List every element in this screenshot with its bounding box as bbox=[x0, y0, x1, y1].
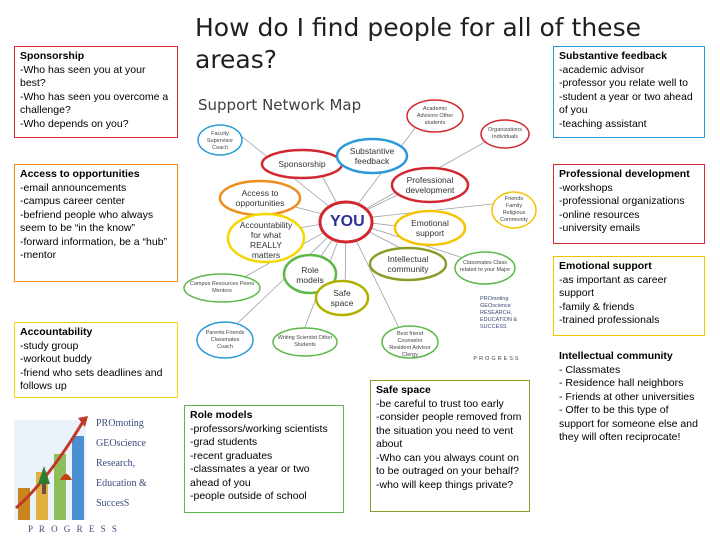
map-node-access: Access to opportunities bbox=[235, 188, 285, 208]
logo-line-3: Research, bbox=[96, 458, 136, 469]
access-box: Access to opportunities -email announcem… bbox=[14, 164, 178, 282]
access-line: -forward information, be a “hub” bbox=[20, 235, 168, 248]
map-node-substantive: Substantive feedback bbox=[349, 146, 395, 166]
logo-line-5: SuccesS bbox=[96, 498, 130, 509]
sponsorship-line: -Who depends on you? bbox=[20, 117, 129, 130]
intellectual-line: - Residence hall neighbors bbox=[559, 377, 684, 389]
logo-line-1: PROmoting bbox=[96, 418, 144, 429]
access-title: Access to opportunities bbox=[20, 168, 140, 180]
map-logo-line: SUCCESS bbox=[480, 324, 507, 330]
map-logo-line: EDUCATION & bbox=[480, 317, 518, 323]
safe-space-line: -who will keep things private? bbox=[376, 478, 514, 491]
access-line: -campus career center bbox=[20, 195, 126, 207]
map-logo-line: PROmoting bbox=[480, 296, 509, 302]
map-node-safe-space: Safe space bbox=[330, 288, 354, 308]
map-people-campus: Campus Resources Peers Mentors bbox=[189, 281, 255, 294]
professional-line: -workshops bbox=[559, 181, 613, 194]
map-node-sponsorship: Sponsorship bbox=[278, 159, 326, 169]
logo-graphic bbox=[14, 416, 88, 520]
map-title: Support Network Map bbox=[198, 96, 362, 114]
substantive-line: -teaching assistant bbox=[559, 117, 647, 130]
role-models-line: -professors/working scientists bbox=[190, 422, 328, 435]
logo-line-2: GEOscience bbox=[96, 438, 146, 449]
map-people-orgs: Organizations Individuals bbox=[488, 127, 522, 140]
professional-line: -university emails bbox=[559, 222, 641, 234]
role-models-line: -people outside of school bbox=[190, 490, 307, 502]
sponsorship-title: Sponsorship bbox=[20, 50, 85, 62]
map-people-writing: Writing Scientist Other Students bbox=[277, 335, 333, 348]
map-people-classmates: Classmates Class related to your Major bbox=[459, 260, 511, 273]
sponsorship-line: -Who has seen you at your best? bbox=[20, 63, 146, 90]
safe-space-line: -be careful to trust too early bbox=[376, 397, 504, 410]
intellectual-title: Intellectual community bbox=[559, 350, 673, 362]
intellectual-community-box: Intellectual community - Classmates - Re… bbox=[553, 346, 705, 482]
professional-line: -online resources bbox=[559, 208, 640, 221]
support-network-map: Support Network Map Sponsorship Substant… bbox=[180, 90, 538, 372]
emotional-line: -family & friends bbox=[559, 300, 635, 313]
emotional-line: -trained professionals bbox=[559, 314, 660, 326]
map-node-professional: Professional development bbox=[405, 175, 455, 195]
map-footer: PROGRESS bbox=[473, 356, 521, 362]
intellectual-line: - Classmates bbox=[559, 363, 621, 376]
access-line: -mentor bbox=[20, 249, 57, 261]
role-models-title: Role models bbox=[190, 409, 253, 421]
role-models-line: -grad students bbox=[190, 436, 258, 448]
safe-space-line: -Who can you always count on to be outra… bbox=[376, 451, 520, 478]
emotional-title: Emotional support bbox=[559, 260, 652, 272]
accountability-line: -study group bbox=[20, 339, 79, 352]
role-models-line: -recent graduates bbox=[190, 449, 273, 462]
emotional-line: -as important as career support bbox=[559, 273, 667, 300]
map-node-accountability: Accountability for what REALLY matters bbox=[239, 220, 293, 260]
accountability-line: -friend who sets deadlines and follows u… bbox=[20, 366, 163, 393]
substantive-line: -academic advisor bbox=[559, 63, 645, 76]
accountability-line: -workout buddy bbox=[20, 353, 92, 365]
progress-logo: PROmoting GEOscience Research, Education… bbox=[8, 380, 173, 540]
substantive-line: -professor you relate well to bbox=[559, 77, 688, 89]
logo-line-4: Education & bbox=[96, 478, 147, 489]
network-lines bbox=[183, 99, 537, 359]
map-people-counselor: Best friend Counselor Resident Advisor C… bbox=[389, 331, 431, 358]
safe-space-box: Safe space -be careful to trust too earl… bbox=[370, 380, 530, 512]
map-logo-text: PROmoting GEOscience RESEARCH, EDUCATION… bbox=[480, 296, 536, 331]
professional-development-box: Professional development -workshops -pro… bbox=[553, 164, 705, 244]
slide-title: How do I find people for all of these ar… bbox=[195, 13, 641, 74]
intellectual-line: - Friends at other universities bbox=[559, 390, 695, 403]
role-models-box: Role models -professors/working scientis… bbox=[184, 405, 344, 513]
substantive-line: -student a year or two ahead of you bbox=[559, 90, 693, 117]
accountability-title: Accountability bbox=[20, 326, 93, 338]
access-line: -email announcements bbox=[20, 181, 127, 194]
map-node-intellectual: Intellectual community bbox=[387, 254, 429, 274]
map-people-friends: Friends Family Religious Community bbox=[500, 196, 528, 223]
logo-footer: P R O G R E S S bbox=[28, 524, 119, 534]
substantive-feedback-box: Substantive feedback -academic advisor -… bbox=[553, 46, 705, 138]
map-node-role-models: Role models bbox=[296, 265, 324, 285]
intellectual-line: - Offer to be this type of support for s… bbox=[559, 404, 698, 443]
access-line: -befriend people who always seem to be “… bbox=[20, 208, 154, 235]
map-people-academic: Academic Advisors Other students bbox=[416, 106, 454, 126]
map-people-parents: Parents Friends Classmates Coach bbox=[205, 330, 245, 350]
emotional-support-box: Emotional support -as important as caree… bbox=[553, 256, 705, 336]
map-logo-line: RESEARCH, bbox=[480, 310, 513, 316]
role-models-line: -classmates a year or two ahead of you bbox=[190, 463, 310, 489]
sponsorship-box: Sponsorship -Who has seen you at your be… bbox=[14, 46, 178, 138]
sponsorship-line: -Who has seen you overcome a challenge? bbox=[20, 90, 169, 117]
map-node-emotional: Emotional support bbox=[411, 218, 449, 238]
professional-title: Professional development bbox=[559, 168, 690, 180]
safe-space-line: -consider people removed from the situat… bbox=[376, 411, 522, 450]
accountability-box: Accountability -study group -workout bud… bbox=[14, 322, 178, 398]
map-logo-line: GEOscience bbox=[480, 303, 511, 309]
map-people-faculty: Faculty Supervisor Coach bbox=[206, 131, 234, 151]
substantive-title: Substantive feedback bbox=[559, 50, 667, 62]
professional-line: -professional organizations bbox=[559, 195, 685, 207]
safe-space-title: Safe space bbox=[376, 384, 431, 396]
map-node-you: YOU bbox=[330, 213, 365, 230]
